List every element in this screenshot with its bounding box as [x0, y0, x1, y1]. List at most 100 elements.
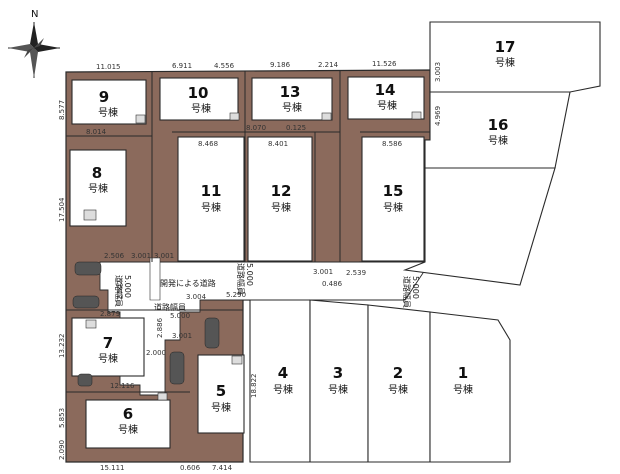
development-road-label: 開発による道路 — [160, 278, 216, 288]
lot-6-suffix: 号棟 — [118, 423, 138, 436]
lot-7-number: 7 — [103, 334, 113, 352]
dim-label: 2.214 — [318, 61, 339, 69]
lot-1-suffix: 号棟 — [453, 383, 473, 396]
dim-label: 2.090 — [58, 440, 66, 460]
lot-2-suffix: 号棟 — [388, 383, 408, 396]
lot-16-number: 16 — [488, 116, 509, 134]
compass-north-label: N — [31, 9, 38, 20]
dim-label: 13.232 — [58, 334, 66, 359]
lot-12-suffix: 号棟 — [271, 201, 291, 214]
dim-label: 3.003 — [434, 62, 442, 82]
dim-label: 12.116 — [110, 382, 135, 390]
compass-icon: N — [8, 9, 60, 78]
lot-5-suffix: 号棟 — [211, 401, 231, 414]
road-width-label-vertical: 道路幅員 — [236, 263, 246, 295]
lot-16b-area — [402, 167, 556, 286]
house-14 — [347, 76, 425, 120]
lot-2-area — [367, 304, 431, 463]
dim-label: 8.577 — [58, 100, 66, 120]
lot-1-area — [429, 311, 511, 463]
lot-15-number: 15 — [383, 182, 404, 200]
house-6 — [85, 399, 171, 449]
dim-label: 5.000 — [170, 312, 190, 320]
dim-label: 6.911 — [172, 62, 192, 70]
dim-label: 2.886 — [156, 317, 164, 338]
lot-12-number: 12 — [271, 182, 292, 200]
lot-8-number: 8 — [92, 164, 102, 182]
dim-label: 8.468 — [198, 140, 218, 148]
dim-label: 2.539 — [346, 269, 366, 277]
car-icon — [74, 261, 102, 276]
house-12 — [247, 136, 313, 262]
road-width-label-vertical: 道路幅員 — [402, 276, 412, 308]
house-7 — [71, 317, 145, 377]
dim-label: 11.015 — [96, 63, 121, 71]
lot-7-suffix: 号棟 — [98, 352, 118, 365]
lot-1-number: 1 — [458, 364, 468, 382]
lot-2-number: 2 — [393, 364, 403, 382]
dim-label: 17.504 — [58, 197, 66, 222]
lot-13-suffix: 号棟 — [282, 101, 302, 114]
dim-label: 4.556 — [214, 62, 235, 70]
lot-10-number: 10 — [188, 84, 209, 102]
dim-label: 3.004 — [186, 293, 207, 301]
dim-label: 5.853 — [58, 408, 66, 428]
road-width-value: 5.000 — [245, 263, 254, 286]
dim-label: 2.000 — [146, 349, 166, 357]
dim-label: 7.414 — [212, 464, 233, 472]
dim-label: 11.526 — [372, 60, 397, 68]
car-icon — [169, 351, 185, 385]
dim-label: 0.486 — [322, 280, 343, 288]
lot-13-number: 13 — [280, 83, 301, 101]
dim-label: 9.186 — [270, 61, 291, 69]
lot-3-number: 3 — [333, 364, 343, 382]
house-8 — [69, 149, 127, 227]
lot-16-suffix: 号棟 — [488, 134, 508, 147]
dimension-labels: 11.015 6.911 4.556 9.186 2.214 11.526 3.… — [58, 60, 442, 472]
dim-label: 8.586 — [382, 140, 403, 148]
house-13 — [251, 77, 333, 121]
car-icons — [72, 261, 220, 387]
dim-label: 8.070 — [246, 124, 266, 132]
car-icon — [72, 295, 100, 309]
dim-label: 15.111 — [100, 464, 125, 472]
road-width-label: 道路幅員 — [154, 302, 186, 312]
road-labels: 開発による道路 道路幅員 道路幅員 5.000 道路幅員 5.000 道路幅員 … — [114, 263, 420, 312]
lot-17-suffix: 号棟 — [495, 56, 515, 69]
road-width-value: 5.000 — [123, 275, 132, 298]
house-footprints — [69, 76, 425, 449]
dim-label: 2.879 — [100, 310, 120, 318]
lot-14-number: 14 — [375, 81, 396, 99]
road-width-value: 5.000 — [411, 276, 420, 299]
lot-11-number: 11 — [201, 182, 222, 200]
dim-label: 2.502 — [116, 280, 124, 300]
house-5 — [197, 354, 245, 434]
lot-5-number: 5 — [216, 382, 226, 400]
car-icon — [77, 373, 93, 387]
lot-4-number: 4 — [278, 364, 288, 382]
lot-8-suffix: 号棟 — [88, 182, 108, 195]
lot-9-suffix: 号棟 — [98, 106, 118, 119]
lot-9-number: 9 — [99, 88, 109, 106]
porch-markers — [83, 111, 422, 401]
dim-label: 5.290 — [226, 291, 246, 299]
dim-label: 3.001 — [154, 252, 174, 260]
lot-boundaries — [66, 70, 430, 393]
lot-6-number: 6 — [123, 405, 133, 423]
lot-3-suffix: 号棟 — [328, 383, 348, 396]
road-width-label-vertical: 道路幅員 — [114, 275, 124, 307]
dim-label: 8.014 — [86, 128, 107, 136]
dim-label: 0.125 — [286, 124, 306, 132]
development-road — [99, 257, 426, 396]
car-icon — [204, 317, 220, 349]
dim-label: 3.001 — [131, 252, 151, 260]
lot-17-area — [429, 21, 601, 93]
house-9 — [71, 79, 147, 125]
lot-11-suffix: 号棟 — [201, 201, 221, 214]
house-11 — [177, 136, 245, 262]
dim-label: 0.606 — [180, 464, 201, 472]
lot-15-suffix: 号棟 — [383, 201, 403, 214]
dim-label: 8.401 — [268, 140, 288, 148]
dim-label: 3.001 — [172, 332, 192, 340]
